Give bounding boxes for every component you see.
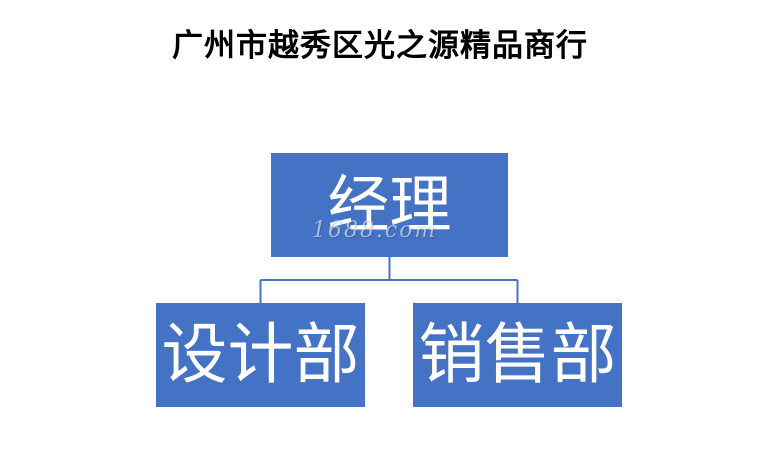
- org-node-design-dept-label: 设计部: [161, 316, 360, 393]
- org-node-manager: 经理: [271, 153, 508, 257]
- org-node-design-dept: 设计部: [156, 303, 365, 407]
- org-node-sales-dept-label: 销售部: [418, 316, 617, 393]
- org-node-manager-label: 经理: [327, 168, 452, 241]
- page-title: 广州市越秀区光之源精品商行: [172, 28, 588, 64]
- org-node-sales-dept: 销售部: [413, 303, 622, 407]
